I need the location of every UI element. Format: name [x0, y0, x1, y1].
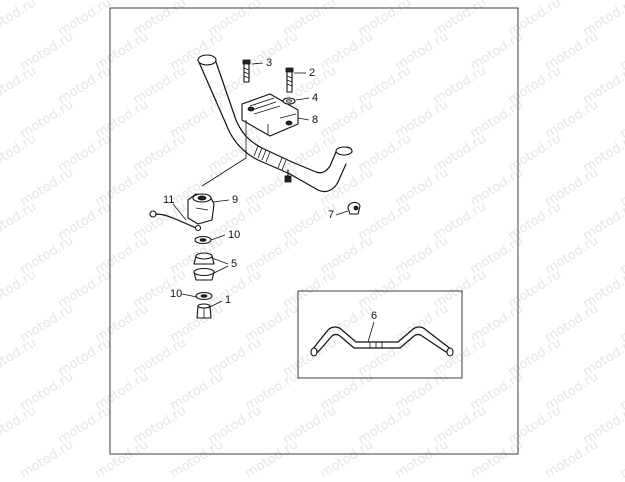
callout-10-upper: 10	[228, 229, 241, 241]
diagram-frame	[109, 7, 519, 455]
ground-cable	[149, 210, 202, 232]
callout-10-lower: 10	[170, 288, 183, 300]
callout-4: 4	[312, 92, 319, 104]
inset-frame	[297, 290, 463, 379]
diagram-drawing	[109, 7, 519, 455]
callout-6: 6	[371, 310, 378, 322]
bolt-3	[242, 59, 251, 83]
callout-9: 9	[232, 194, 239, 206]
callout-1: 1	[225, 294, 232, 306]
handlebar	[197, 54, 353, 193]
callout-leaders	[172, 62, 375, 343]
upper-clamp	[241, 93, 299, 137]
inset-handlebar	[297, 290, 463, 379]
callout-7: 7	[328, 209, 335, 221]
bolt-2	[285, 67, 294, 93]
washer-4	[282, 97, 296, 105]
callout-11: 11	[163, 194, 175, 206]
callout-3: 3	[266, 57, 273, 69]
clip-7	[347, 201, 361, 215]
bushings-5	[193, 252, 215, 281]
lower-holder	[187, 193, 215, 225]
nut-1	[196, 303, 212, 319]
callout-2: 2	[309, 67, 316, 79]
callout-8: 8	[312, 114, 319, 126]
callout-5: 5	[231, 258, 238, 270]
